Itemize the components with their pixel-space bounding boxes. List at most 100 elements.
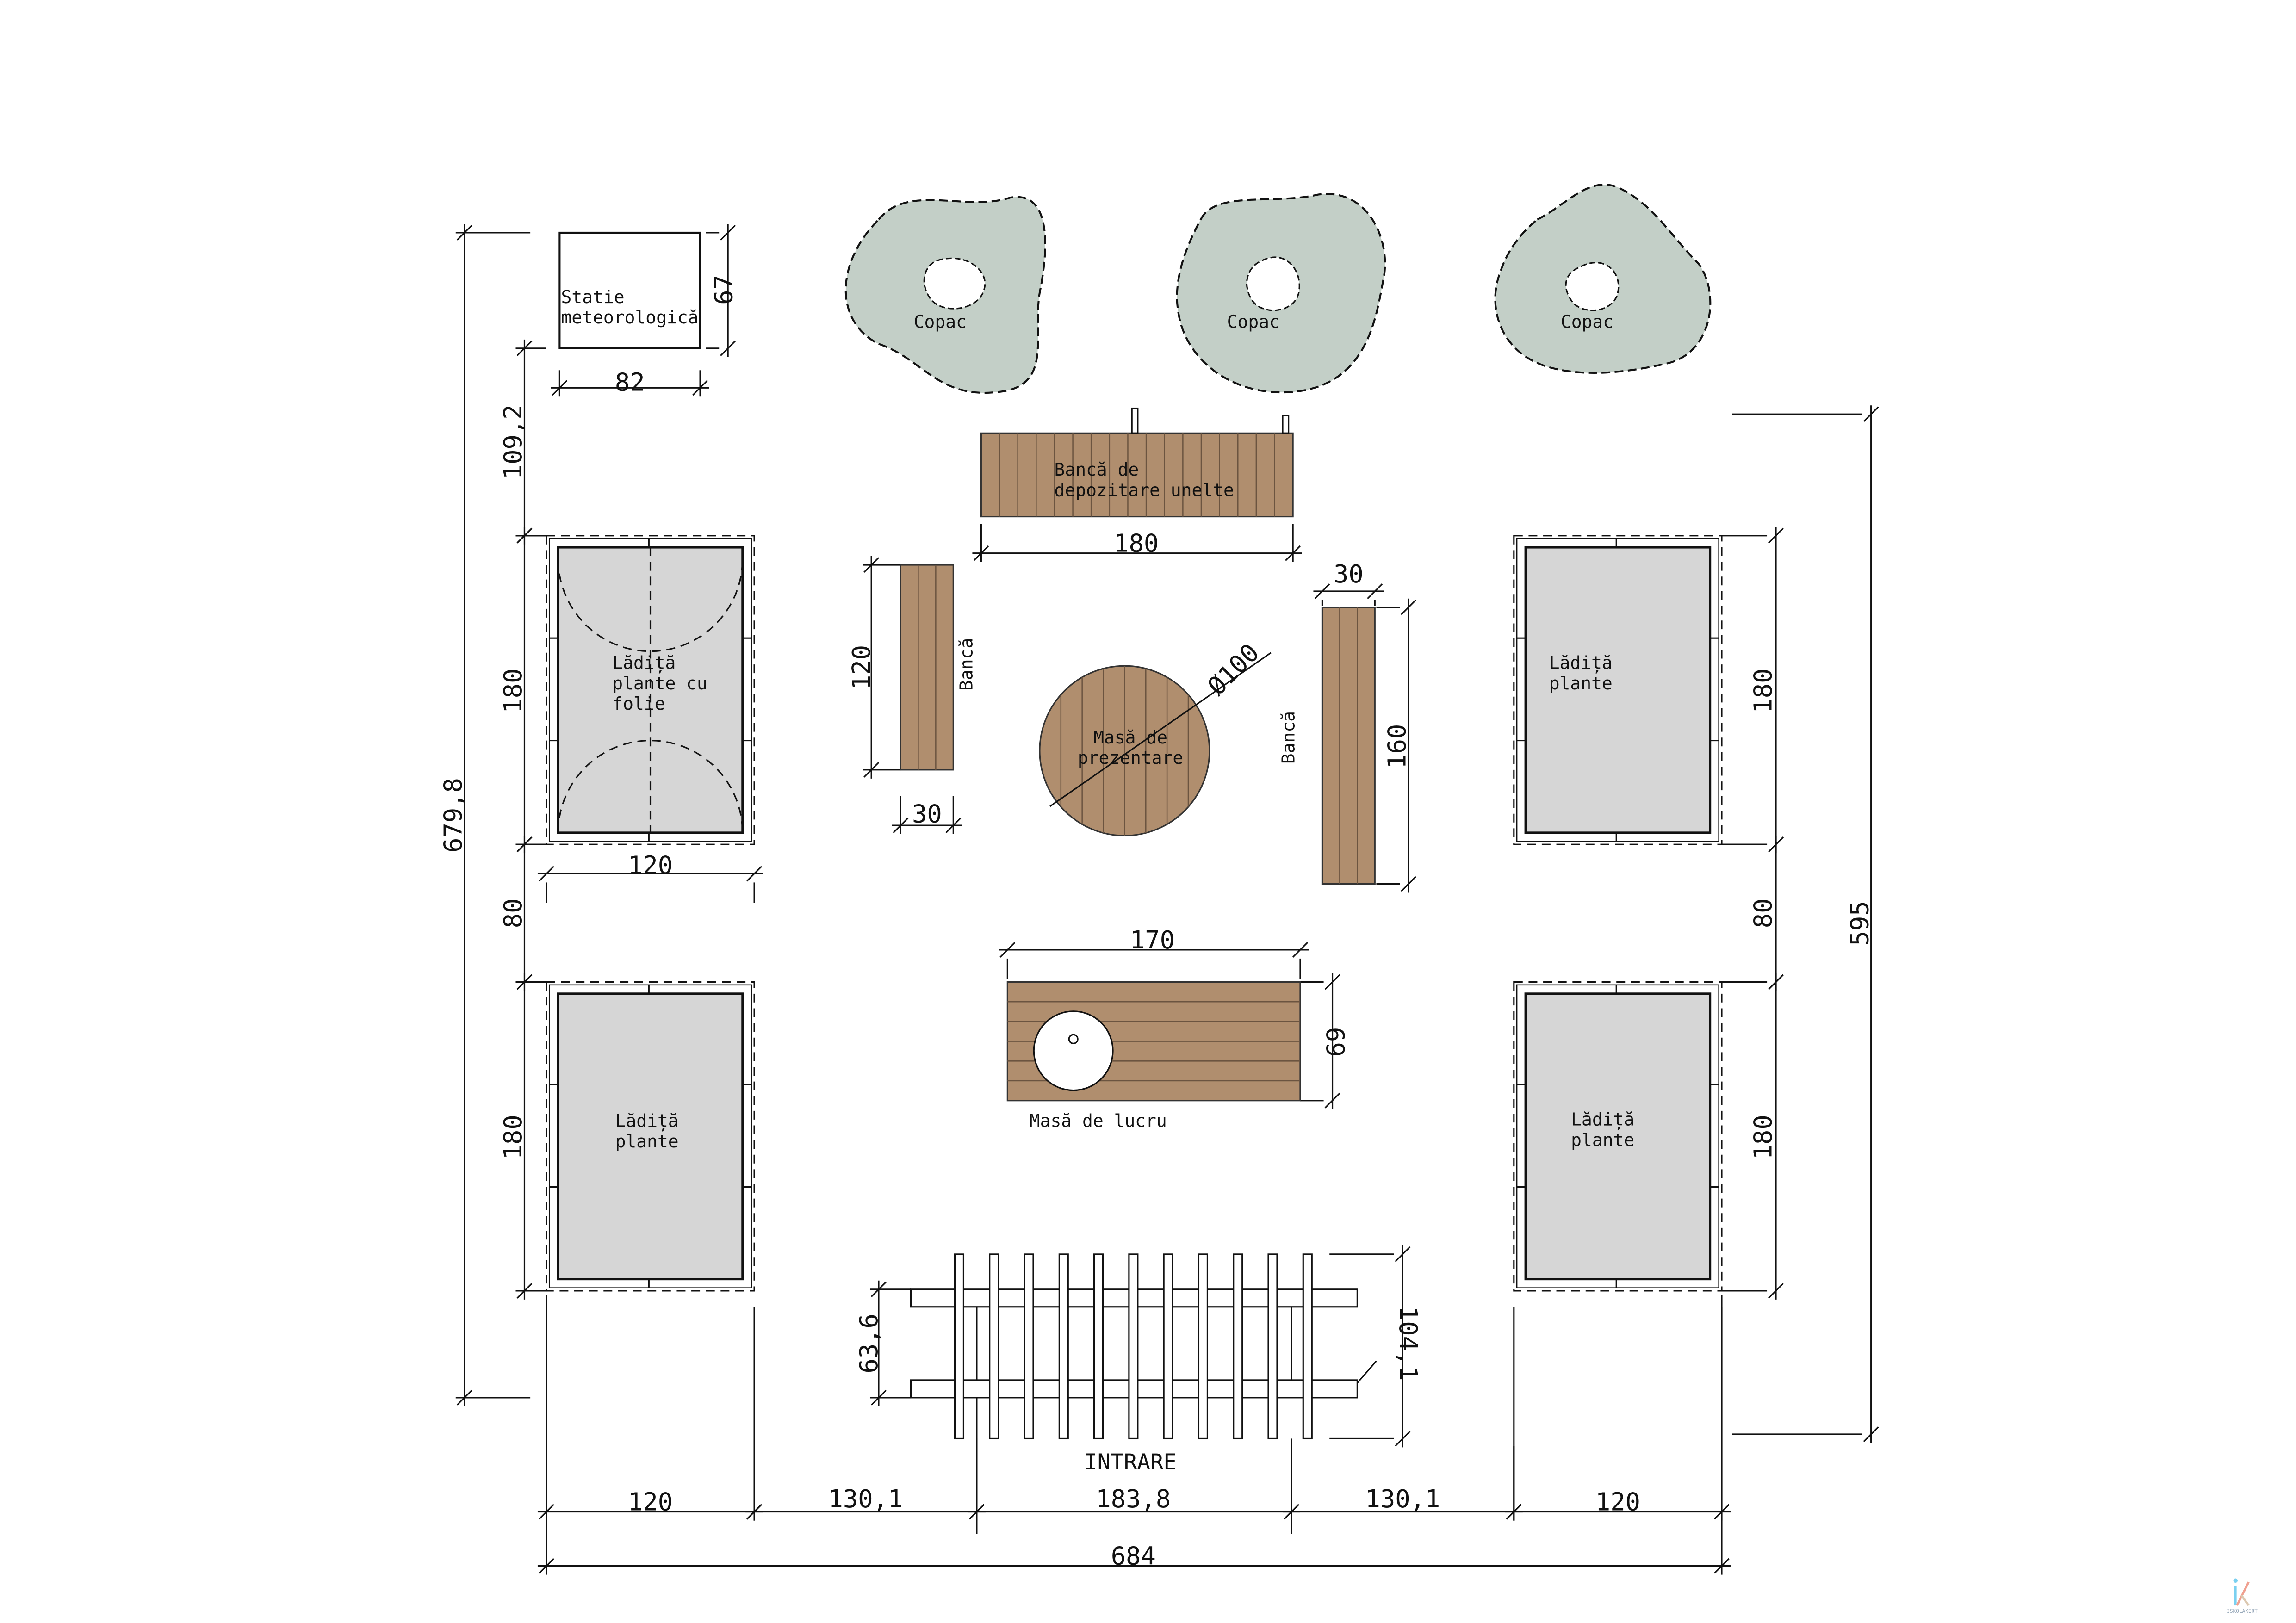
planter-frame xyxy=(1516,984,1719,1288)
iskolakert-logo: ISKOLAKERT xyxy=(2227,1578,2258,1614)
dim-text: 80 xyxy=(498,898,527,928)
dim-tick xyxy=(863,762,880,778)
tree-label: Copac xyxy=(1561,312,1613,332)
round-presentation-table xyxy=(1039,652,1272,836)
dim-tick xyxy=(893,818,909,833)
dim-text: 104,1 xyxy=(1394,1306,1423,1381)
planter-label: plante xyxy=(615,1131,679,1152)
planter-frame xyxy=(548,984,752,1288)
dim-tick xyxy=(746,1504,763,1520)
logo-text: ISKOLAKERT xyxy=(2227,1608,2258,1614)
dim-tick xyxy=(1367,583,1383,599)
diameter-line xyxy=(1049,652,1272,807)
entrance-pergola xyxy=(910,1253,1377,1534)
dim-text: 80 xyxy=(1749,898,1778,928)
dim-tick xyxy=(1506,1504,1522,1520)
pergola-slat xyxy=(1128,1253,1139,1440)
dim-tick xyxy=(871,1389,887,1406)
round-table-diameter: Ø100 xyxy=(1202,638,1265,701)
pergola-slat xyxy=(1163,1253,1173,1440)
dim-text: 180 xyxy=(1114,529,1159,558)
planter-3 xyxy=(1513,535,1723,845)
dim-tick xyxy=(1395,1431,1411,1447)
wood-furniture xyxy=(900,407,1376,1102)
planter-label: plante xyxy=(1571,1130,1634,1150)
bench-left xyxy=(900,564,954,771)
planter-1 xyxy=(546,535,755,845)
planter-outline xyxy=(546,981,755,1292)
entrance-label: INTRARE xyxy=(1084,1450,1177,1475)
dim-text: 69 xyxy=(1321,1027,1350,1057)
dim-text: 160 xyxy=(1383,724,1412,769)
dim-text: 170 xyxy=(1130,925,1175,954)
dim-text: 130,1 xyxy=(1365,1484,1440,1513)
dim-text: 679,8 xyxy=(438,778,467,853)
planter-soil xyxy=(557,992,744,1281)
pergola-slat xyxy=(954,1253,965,1440)
dim-tick xyxy=(1324,1092,1340,1109)
foil-arc xyxy=(557,740,744,833)
round-table-label-2: prezentare xyxy=(1078,748,1183,768)
planter-label: Lădiță xyxy=(1549,653,1613,674)
dim-text: 120 xyxy=(628,850,673,880)
dim-text: 180 xyxy=(1749,1115,1778,1159)
dim-tick xyxy=(1714,1558,1730,1574)
tool-bench-label-1: Bancă de xyxy=(1055,459,1139,480)
planter-label: Lădiță xyxy=(612,653,676,674)
dim-text: 684 xyxy=(1111,1541,1156,1570)
planter-outline xyxy=(1513,981,1723,1292)
dim-tick xyxy=(1401,876,1416,892)
tree-label: Copac xyxy=(914,312,967,332)
dim-tick xyxy=(720,340,736,356)
dim-text: 180 xyxy=(498,668,527,713)
weather-station-label-2: meteorologică xyxy=(561,307,699,328)
tool-storage-bench xyxy=(980,407,1294,518)
planter-2 xyxy=(546,981,755,1292)
dim-text: 180 xyxy=(498,1115,527,1159)
pergola-slat xyxy=(1267,1253,1278,1440)
dimension-lines xyxy=(455,223,1879,1575)
dim-tick xyxy=(538,866,554,882)
dim-text: 130,1 xyxy=(828,1484,903,1513)
planter-label: plante cu xyxy=(612,673,707,694)
dim-text: 109,2 xyxy=(498,404,527,479)
bench-left-label: Bancă xyxy=(956,638,976,691)
tool-bench-label-2: depozitare unelte xyxy=(1055,480,1234,500)
foil-arc xyxy=(557,559,744,652)
dim-tick xyxy=(516,1283,533,1299)
pergola-slat xyxy=(1198,1253,1209,1440)
planter-label: plante xyxy=(1549,673,1613,694)
dim-tick xyxy=(1768,1283,1784,1299)
dim-tick xyxy=(1314,583,1330,599)
pergola-slat xyxy=(1093,1253,1104,1440)
dim-tick xyxy=(1292,942,1308,958)
planter-outline xyxy=(546,535,755,845)
pergola-slat xyxy=(1058,1253,1069,1440)
dim-text: 63,6 xyxy=(854,1313,883,1373)
pergola-slat xyxy=(1302,1253,1313,1440)
bench-right-top xyxy=(1321,607,1376,885)
dim-tick xyxy=(1863,406,1879,422)
dim-tick xyxy=(871,1281,887,1297)
dim-text: 183,8 xyxy=(1096,1484,1171,1513)
dim-tick xyxy=(1863,1426,1879,1442)
planter-frame xyxy=(1516,538,1719,842)
tree-1: Copac xyxy=(844,196,1046,394)
dim-tick xyxy=(1768,836,1784,853)
dim-tick xyxy=(746,866,763,882)
dim-tick xyxy=(516,974,533,990)
planter-soil xyxy=(1524,546,1712,834)
planter-soil xyxy=(1524,992,1712,1281)
work-table-label: Masă de lucru xyxy=(1030,1111,1167,1131)
post xyxy=(1131,407,1139,434)
dim-tick xyxy=(999,942,1016,958)
dim-text: 30 xyxy=(912,799,942,829)
dim-tick xyxy=(1324,974,1340,990)
tree-label: Copac xyxy=(1227,312,1280,332)
mark xyxy=(1357,1360,1377,1384)
weather-station: Statie meteorologică xyxy=(558,231,701,349)
dim-tick xyxy=(720,225,736,241)
dim-tick xyxy=(516,836,533,853)
planter-label: Lădiță xyxy=(1571,1109,1634,1130)
